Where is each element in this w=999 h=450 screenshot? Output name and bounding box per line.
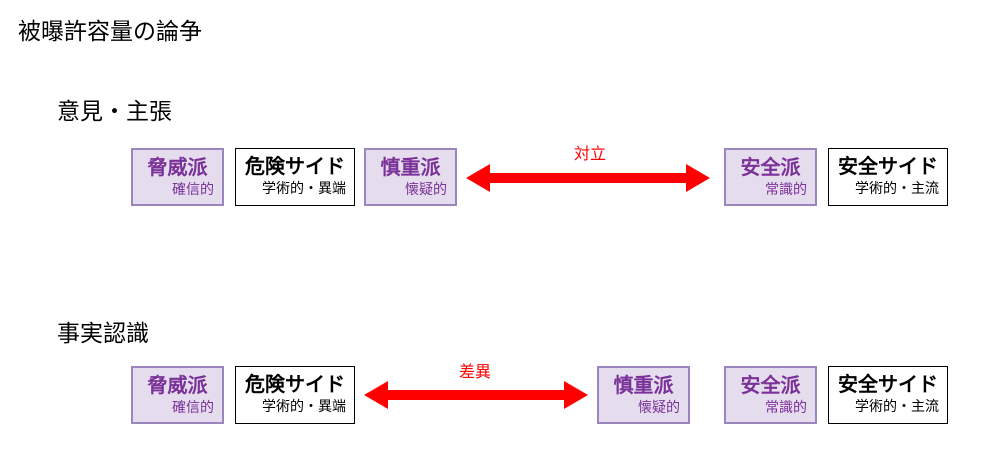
box-sub-label: 学術的・異端: [262, 181, 346, 197]
box-safe-faction: 安全派 常識的: [724, 366, 817, 424]
box-danger-side: 危険サイド 学術的・異端: [235, 148, 355, 206]
box-safe-side: 安全サイド 学術的・主流: [828, 366, 948, 424]
box-main-label: 脅威派: [147, 373, 208, 397]
box-cautious-faction: 慎重派 懐疑的: [364, 148, 457, 206]
box-main-label: 安全派: [740, 155, 801, 179]
page-title: 被曝許容量の論争: [18, 19, 202, 45]
box-main-label: 慎重派: [380, 155, 441, 179]
box-main-label: 安全サイド: [838, 372, 938, 396]
arrow-label-opposition: 対立: [573, 144, 606, 163]
section-heading-opinion: 意見・主張: [57, 99, 172, 125]
box-sub-label: 学術的・主流: [855, 399, 939, 415]
box-main-label: 脅威派: [147, 155, 208, 179]
box-sub-label: 確信的: [172, 182, 214, 198]
box-sub-label: 懐疑的: [405, 182, 447, 198]
box-main-label: 安全派: [740, 373, 801, 397]
box-threat-faction: 脅威派 確信的: [131, 148, 224, 206]
box-main-label: 危険サイド: [245, 372, 345, 396]
double-arrow-difference: [364, 381, 588, 409]
double-arrow-shape: [364, 381, 588, 409]
section-heading-facts: 事実認識: [57, 321, 149, 347]
box-sub-label: 確信的: [172, 400, 214, 416]
box-threat-faction: 脅威派 確信的: [131, 366, 224, 424]
box-cautious-faction: 慎重派 懐疑的: [597, 366, 690, 424]
box-main-label: 危険サイド: [245, 154, 345, 178]
box-safe-side: 安全サイド 学術的・主流: [828, 148, 948, 206]
box-main-label: 慎重派: [613, 373, 674, 397]
box-sub-label: 学術的・異端: [262, 399, 346, 415]
box-sub-label: 常識的: [765, 400, 807, 416]
box-sub-label: 懐疑的: [638, 400, 680, 416]
box-sub-label: 学術的・主流: [855, 181, 939, 197]
box-main-label: 安全サイド: [838, 154, 938, 178]
double-arrow-opposition: [466, 164, 710, 192]
box-safe-faction: 安全派 常識的: [724, 148, 817, 206]
box-sub-label: 常識的: [765, 182, 807, 198]
box-danger-side: 危険サイド 学術的・異端: [235, 366, 355, 424]
arrow-label-difference: 差異: [458, 362, 491, 381]
double-arrow-shape: [466, 164, 710, 192]
